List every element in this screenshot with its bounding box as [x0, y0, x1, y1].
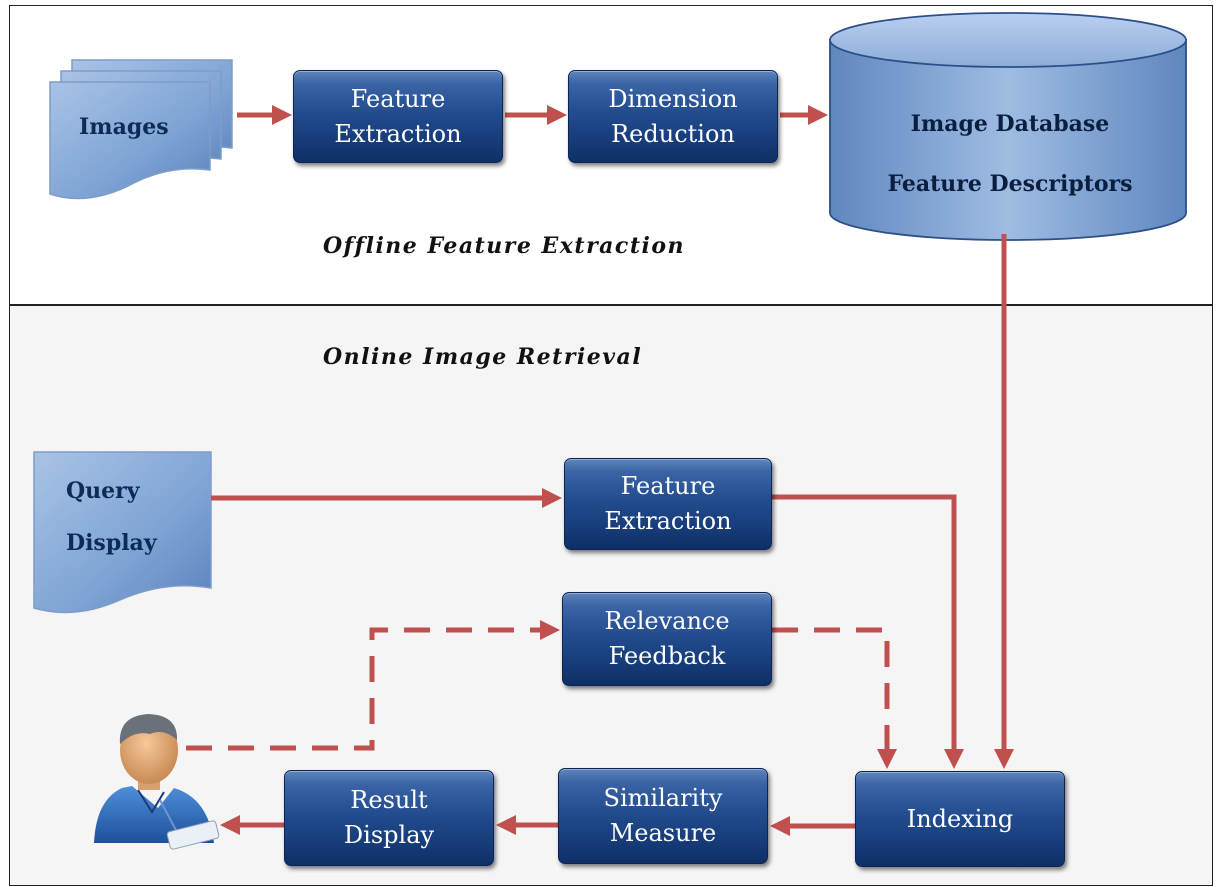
- relevance-feedback-label: Relevance Feedback: [604, 607, 730, 670]
- document-stack-icon: [49, 59, 233, 200]
- database-label-line2: Feature Descriptors: [887, 171, 1133, 197]
- feature-extraction-online-label: Feature Extraction: [604, 472, 732, 535]
- arrow-feature-extraction-to-indexing: [772, 494, 964, 769]
- online-caption: Online Image Retrieval: [323, 344, 643, 370]
- result-display-label: Result Display: [343, 786, 435, 849]
- feature-extraction-offline-label: Feature Extraction: [334, 84, 462, 148]
- query-label-line1: Query: [66, 478, 140, 504]
- database-cylinder-icon: [829, 12, 1187, 241]
- feedback-connectors: [186, 620, 897, 769]
- online-connectors: [211, 234, 1014, 836]
- database-label-line1: Image Database: [910, 111, 1110, 137]
- user-icon: [94, 714, 220, 850]
- arrow-relevance-feedback-to-indexing: [772, 627, 897, 769]
- document-icon: [33, 451, 212, 614]
- query-label-line2: Display: [66, 530, 157, 556]
- result-display-box: Result Display: [284, 770, 494, 866]
- dimension-reduction-label: Dimension Reduction: [608, 84, 738, 148]
- offline-caption: Offline Feature Extraction: [323, 233, 686, 259]
- arrow-user-to-relevance-feedback: [186, 620, 560, 751]
- indexing-label: Indexing: [906, 804, 1014, 833]
- feature-extraction-offline-box: Feature Extraction: [293, 70, 503, 163]
- relevance-feedback-box: Relevance Feedback: [562, 592, 772, 686]
- indexing-box: Indexing: [855, 771, 1065, 867]
- similarity-measure-box: Similarity Measure: [558, 768, 768, 864]
- feature-extraction-online-box: Feature Extraction: [564, 458, 772, 550]
- similarity-measure-label: Similarity Measure: [603, 784, 723, 847]
- dimension-reduction-box: Dimension Reduction: [568, 70, 778, 163]
- images-label: Images: [79, 114, 169, 140]
